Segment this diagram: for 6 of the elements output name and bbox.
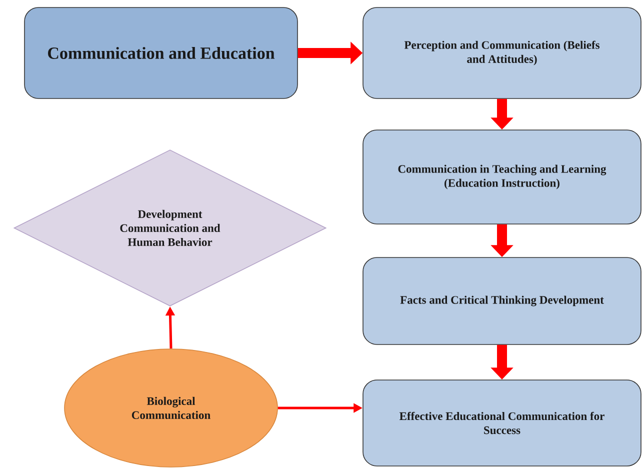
ellipse-node: Biological Communication [64,348,278,468]
process-box: Communication in Teaching and Learning (Education Instruction) [362,130,642,224]
process-box: Communication and Education [24,7,298,99]
process-box: Facts and Critical Thinking Development [362,257,642,345]
process-box: Perception and Communication (Beliefs and Attitudes) [362,7,642,99]
process-box: Effective Educational Communication for Success [362,380,642,466]
